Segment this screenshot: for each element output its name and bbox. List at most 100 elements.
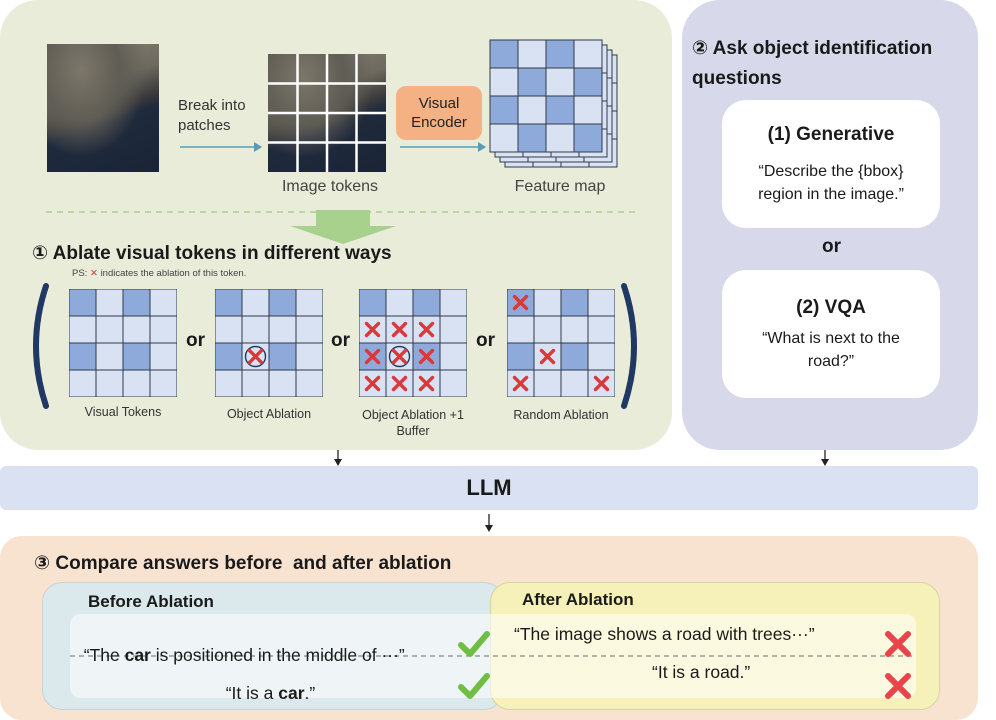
token-cell xyxy=(95,289,124,317)
token-cell xyxy=(149,369,177,397)
or-text-1: or xyxy=(186,330,205,351)
feature-map-label: Feature map xyxy=(514,178,606,195)
token-cell xyxy=(533,315,562,344)
token-cell xyxy=(412,289,441,317)
token-cell xyxy=(545,123,575,153)
token-grid-visual xyxy=(69,289,177,397)
ablation-cross-icon xyxy=(539,348,556,365)
check-icon-2 xyxy=(458,673,490,699)
token-cell xyxy=(489,39,519,69)
object-circle-icon xyxy=(388,345,411,368)
before-answer-1-post: is positioned in the middle of ···” xyxy=(150,645,405,665)
before-answer-1-bold: car xyxy=(124,645,151,665)
token-cell xyxy=(149,289,177,317)
token-cell xyxy=(587,315,615,344)
token-cell xyxy=(587,342,615,371)
token-cell xyxy=(545,39,575,69)
feature-map-stack xyxy=(489,39,618,168)
object-circle-icon xyxy=(244,345,267,368)
token-cell xyxy=(241,289,270,317)
before-answer-2: “It is a car.” xyxy=(216,662,316,704)
token-cell xyxy=(507,315,535,344)
arrow-to-feature-map xyxy=(400,142,486,152)
token-cell xyxy=(241,315,270,344)
or-text-3: or xyxy=(476,330,495,351)
token-cell xyxy=(95,342,124,371)
token-grid-random xyxy=(507,289,615,397)
token-cell xyxy=(545,95,575,125)
token-cell xyxy=(268,289,297,317)
ablation-cross-icon xyxy=(418,348,435,365)
generative-title: (1) Generative xyxy=(767,124,895,145)
caption-visual-tokens: Visual Tokens xyxy=(84,405,162,419)
arrow-to-llm-right xyxy=(821,450,829,466)
cross-icon-1 xyxy=(885,631,911,657)
token-cell xyxy=(533,289,562,317)
llm-label: LLM xyxy=(466,475,512,500)
token-cell xyxy=(268,315,297,344)
token-cell xyxy=(69,342,97,371)
generative-card: (1) Generative “Describe the {bbox} regi… xyxy=(722,100,940,228)
questions-or-text: or xyxy=(822,236,841,257)
token-cell xyxy=(560,315,589,344)
token-cell xyxy=(122,369,151,397)
visual-encoder-label: Visual Encoder xyxy=(411,95,467,131)
visual-encoder-box: Visual Encoder xyxy=(396,86,482,140)
token-cell xyxy=(295,315,323,344)
token-cell xyxy=(69,369,97,397)
token-cell xyxy=(122,342,151,371)
right-parenthesis xyxy=(621,283,637,409)
token-cell xyxy=(439,369,467,397)
token-cell xyxy=(533,369,562,397)
vqa-card: (2) VQA “What is next to the road?” xyxy=(722,270,940,398)
llm-bar: LLM xyxy=(0,466,978,510)
token-cell xyxy=(295,369,323,397)
break-into-patches-label: Break into patches xyxy=(178,97,246,134)
ablation-cross-icon xyxy=(512,294,529,311)
token-cell xyxy=(560,342,589,371)
token-cell xyxy=(573,39,603,69)
token-cell xyxy=(295,342,323,371)
ablation-cross-icon xyxy=(391,348,408,365)
cross-icon-2 xyxy=(885,673,911,699)
before-answer-2-post: .” xyxy=(304,683,316,703)
ablation-cross-icon xyxy=(418,375,435,392)
token-cell xyxy=(439,289,467,317)
before-answer-1-pre: “The xyxy=(83,645,125,665)
cross-icon: ✕ xyxy=(89,268,98,279)
token-cell xyxy=(95,369,124,397)
token-cell xyxy=(385,369,414,397)
caption-random-ablation: Random Ablation xyxy=(513,408,609,422)
token-cell xyxy=(359,289,387,317)
ablation-heading: ① Ablate visual tokens in different ways xyxy=(32,243,392,264)
compare-heading: ③ Compare answers before and after ablat… xyxy=(34,553,452,574)
token-cell xyxy=(517,39,547,69)
before-answer-2-bold: car xyxy=(278,683,305,703)
token-cell xyxy=(215,289,243,317)
before-answer-1: “The car is positioned in the middle of … xyxy=(74,624,405,666)
satellite-image xyxy=(47,44,159,172)
before-answer-2-pre: “It is a xyxy=(225,683,279,703)
token-cell xyxy=(241,369,270,397)
after-title: After Ablation xyxy=(522,590,634,609)
ablation-cross-icon xyxy=(391,375,408,392)
token-cell xyxy=(545,67,575,97)
token-cell xyxy=(215,342,243,371)
before-title: Before Ablation xyxy=(88,592,214,611)
ablation-cross-icon xyxy=(364,375,381,392)
answers-divider xyxy=(70,655,916,657)
token-cell xyxy=(573,67,603,97)
token-cell xyxy=(215,369,243,397)
token-cell xyxy=(489,123,519,153)
ps-prefix: PS: xyxy=(72,268,88,279)
vqa-title: (2) VQA xyxy=(796,297,866,318)
token-grid-object-ablation xyxy=(215,289,323,397)
caption-object-ablation: Object Ablation xyxy=(226,407,312,421)
ablation-cross-icon xyxy=(247,348,264,365)
ablation-cross-icon xyxy=(391,321,408,338)
questions-heading: ② Ask object identification questions xyxy=(692,38,933,89)
ablation-cross-icon xyxy=(512,375,529,392)
token-cell xyxy=(215,315,243,344)
token-cell xyxy=(517,67,547,97)
token-cell xyxy=(122,315,151,344)
